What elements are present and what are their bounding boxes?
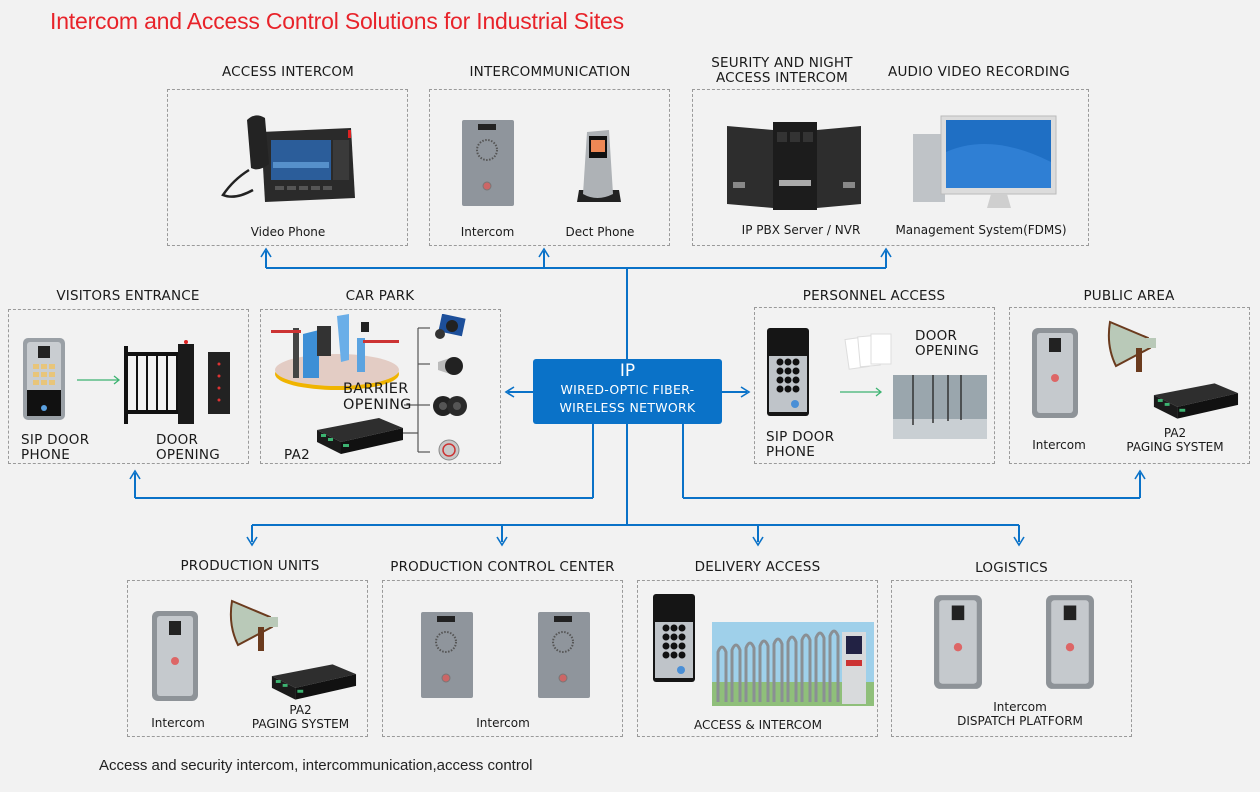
personnel-sip-line2: PHONE	[766, 444, 816, 460]
personnel-door-line2: OPENING	[915, 343, 980, 359]
public-pa2-line1: PA2	[1163, 426, 1187, 440]
barrier-line1: BARRIER	[343, 381, 409, 397]
ip-network-hub: IP WIRED-OPTIC FIBER- WIRELESS NETWORK	[533, 359, 722, 424]
page-title: Intercom and Access Control Solutions fo…	[50, 8, 624, 34]
section-title-visitors-entrance: VISITORS ENTRANCE	[56, 288, 200, 304]
horn-speaker-icon	[229, 599, 278, 651]
section-title-delivery-access: DELIVERY ACCESS	[694, 559, 821, 575]
label-management-system: Management System(FDMS)	[895, 223, 1067, 237]
label-door-opening: DOOR OPENING	[156, 433, 220, 463]
barrier-line2: OPENING	[343, 397, 412, 413]
footer-caption: Access and security intercom, intercommu…	[99, 757, 533, 774]
server-rack-icon	[727, 122, 861, 210]
pa2-paging-icon	[1153, 383, 1239, 419]
section-title-public-area: PUBLIC AREA	[1083, 288, 1175, 304]
network-line1: IP	[619, 361, 636, 381]
keypad-door-phone-icon	[653, 594, 695, 682]
personnel-door-line1: DOOR	[915, 328, 958, 344]
label-pa2-paging-production: PA2 PAGING SYSTEM	[243, 703, 358, 731]
label-ip-pbx-server: IP PBX Server / NVR	[741, 223, 861, 237]
microphone-icon	[438, 357, 463, 375]
sip-door-line1: SIP DOOR	[21, 432, 90, 448]
section-title-security-night: SEURITY AND NIGHT ACCESS INTERCOM	[692, 56, 872, 86]
push-button-icon	[438, 439, 460, 461]
production-pa2-line2: PAGING SYSTEM	[251, 717, 350, 731]
section-access-intercom: Video Phone	[167, 89, 408, 246]
rfid-cards-icon	[844, 333, 892, 370]
section-intercommunication: Intercom Dect Phone	[429, 89, 670, 246]
section-visitors-entrance: SIP DOOR PHONE DOOR OPENING	[8, 309, 249, 464]
section-title-intercommunication: INTERCOMMUNICATION	[469, 64, 631, 80]
pa2-paging-icon	[271, 664, 357, 700]
section-production-units: Intercom PA2 PAGING SYSTEM	[127, 580, 368, 737]
logistics-line1: Intercom	[993, 700, 1047, 714]
production-pa2-line1: PA2	[289, 703, 312, 717]
section-title-production-units: PRODUCTION UNITS	[180, 558, 320, 574]
label-intercom-production: Intercom	[151, 716, 205, 730]
barrier-gate-icon	[271, 314, 399, 390]
speaker-icon	[433, 396, 467, 416]
label-dispatch-platform: Intercom DISPATCH PLATFORM	[892, 700, 1148, 728]
logistics-line2: DISPATCH PLATFORM	[957, 714, 1083, 728]
door-opening-line2: OPENING	[156, 447, 221, 463]
retractable-gate-icon	[712, 622, 874, 706]
intercom-outdoor-icon	[1046, 595, 1094, 689]
sip-door-line2: PHONE	[21, 447, 71, 463]
label-sip-door-phone: SIP DOOR PHONE	[21, 433, 89, 463]
label-intercom: Intercom	[460, 225, 515, 239]
horn-speaker-icon	[1107, 320, 1156, 372]
section-logistics: Intercom DISPATCH PLATFORM	[891, 580, 1132, 737]
section-personnel-access: DOOR OPENING SIP DOOR PHONE	[754, 307, 995, 464]
pa2-device-icon	[317, 418, 403, 454]
label-barrier-opening: BARRIER OPENING	[343, 381, 412, 413]
glass-door-icon	[893, 375, 987, 439]
personnel-sip-line1: SIP DOOR	[766, 429, 835, 445]
intercom-panel-icon	[538, 612, 590, 698]
label-pa2-paging-public: PA2 PAGING SYSTEM	[1120, 426, 1230, 454]
intercom-outdoor-icon	[1032, 328, 1078, 418]
section-title-audio-video: AUDIO VIDEO RECORDING	[888, 64, 1070, 80]
sip-door-phone-icon	[23, 338, 65, 420]
intercom-outdoor-icon	[934, 595, 982, 689]
security-night-title-line2: ACCESS INTERCOM	[715, 70, 849, 86]
label-access-intercom-delivery: ACCESS & INTERCOM	[694, 718, 822, 732]
video-phone-icon	[221, 115, 355, 202]
gate-icon	[124, 340, 230, 424]
label-pa2: PA2	[284, 447, 311, 463]
section-title-production-control: PRODUCTION CONTROL CENTER	[390, 559, 615, 575]
intercom-outdoor-icon	[152, 611, 198, 701]
section-title-access-intercom: ACCESS INTERCOM	[221, 64, 355, 80]
security-night-title-line1: SEURITY AND NIGHT	[711, 55, 853, 71]
label-sip-door-phone-personnel: SIP DOOR PHONE	[766, 430, 834, 460]
label-intercom-control: Intercom	[476, 716, 530, 730]
label-door-opening-personnel: DOOR OPENING	[915, 329, 979, 359]
intercom-panel-icon	[421, 612, 473, 698]
label-intercom-public: Intercom	[1032, 438, 1086, 452]
section-title-personnel-access: PERSONNEL ACCESS	[802, 288, 946, 304]
section-car-park: BARRIER OPENING PA2	[260, 309, 501, 464]
section-delivery-access: ACCESS & INTERCOM	[637, 580, 878, 737]
intercom-panel-icon	[462, 120, 514, 206]
label-dect-phone: Dect Phone	[565, 225, 635, 239]
management-computer-icon	[913, 115, 1057, 208]
network-line3: WIRELESS NETWORK	[559, 400, 696, 415]
door-opening-line1: DOOR	[156, 432, 199, 448]
section-title-logistics: LOGISTICS	[975, 560, 1048, 576]
section-production-control: Intercom	[382, 580, 623, 737]
network-line2: WIRED-OPTIC FIBER-	[560, 382, 695, 397]
section-title-car-park: CAR PARK	[345, 288, 415, 304]
label-video-phone: Video Phone	[250, 225, 326, 239]
section-public-area: Intercom PA2 PAGING SYSTEM	[1009, 307, 1250, 464]
section-security-recording: IP PBX Server / NVR Management System(FD…	[692, 89, 1089, 246]
keypad-door-phone-icon	[767, 328, 809, 416]
camera-module-icon	[435, 314, 466, 339]
dect-phone-icon	[577, 130, 621, 202]
public-pa2-line2: PAGING SYSTEM	[1126, 440, 1224, 454]
